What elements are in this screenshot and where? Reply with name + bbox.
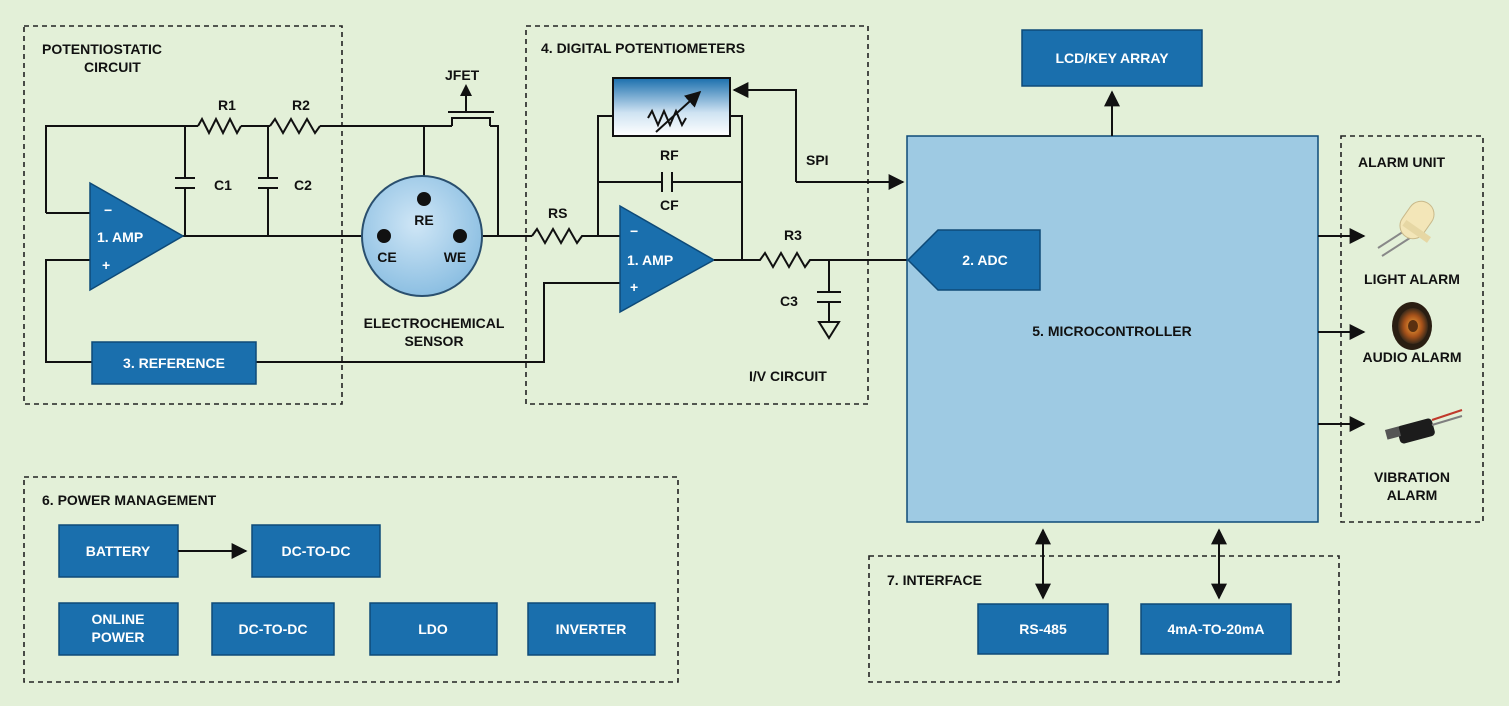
ce-label: CE	[377, 249, 396, 265]
interface-section	[868, 555, 1340, 683]
digital-potentiometer	[612, 77, 731, 137]
spi-label: SPI	[806, 152, 829, 168]
lcd-key-array-block	[1021, 29, 1203, 87]
led-icon	[1377, 200, 1435, 257]
lcd-key-array-label: LCD/KEY ARRAY	[1055, 50, 1169, 66]
iv-circuit-label: I/V CIRCUIT	[749, 368, 827, 384]
r2-label: R2	[292, 97, 310, 113]
power-management-title: 6. POWER MANAGEMENT	[42, 492, 217, 508]
jfet-label: JFET	[445, 67, 480, 83]
adc-label: 2. ADC	[962, 252, 1007, 268]
ce-electrode	[377, 229, 391, 243]
rs-resistor	[531, 226, 620, 246]
digital-pot-section	[525, 25, 869, 405]
jfet-arrow	[460, 84, 472, 96]
alarm-unit-section	[1340, 135, 1484, 523]
amp1-plus-wire	[45, 259, 92, 363]
rs485-block	[977, 603, 1109, 655]
re-electrode	[417, 192, 431, 206]
potentiostatic-section	[23, 25, 343, 405]
vibration-motor-icon	[1384, 409, 1463, 444]
amp1-label: 1. AMP	[97, 229, 143, 245]
rs485-label: RS-485	[1019, 621, 1067, 637]
reference-label: 3. REFERENCE	[123, 355, 225, 371]
cf-capacitor	[598, 172, 742, 192]
amp1-minus: −	[104, 202, 112, 218]
reference-block	[91, 341, 257, 385]
current-loop-block	[1140, 603, 1292, 655]
dcdc2-label: DC-TO-DC	[239, 621, 308, 637]
potentiometer-wiper	[655, 90, 702, 133]
c1-label: C1	[214, 177, 232, 193]
audio-alarm-label: AUDIO ALARM	[1362, 349, 1461, 365]
dcdc1-label: DC-TO-DC	[282, 543, 351, 559]
c1-capacitor	[175, 126, 195, 236]
current-loop-label: 4mA-TO-20mA	[1168, 621, 1265, 637]
cf-label: CF	[660, 197, 679, 213]
c3-capacitor	[817, 260, 841, 322]
potentiometer-resistor	[647, 108, 687, 128]
digital-pot-title: 4. DIGITAL POTENTIOMETERS	[541, 40, 745, 56]
electrochemical-sensor	[361, 175, 483, 297]
jfet-drain-wire	[490, 125, 499, 236]
rs-label: RS	[548, 205, 567, 221]
spi-to-pot-arrow	[732, 82, 797, 182]
interface-title: 7. INTERFACE	[887, 572, 982, 588]
amp2-label: 1. AMP	[627, 252, 673, 268]
rf-right-wire	[730, 115, 743, 260]
inverter-label: INVERTER	[556, 621, 627, 637]
r2-resistor	[269, 116, 321, 136]
microcontroller-label: 5. MICROCONTROLLER	[1032, 323, 1191, 339]
r1-resistor	[197, 116, 242, 136]
amp1-block	[89, 181, 185, 292]
we-label: WE	[444, 249, 467, 265]
amp2-plus: +	[630, 279, 638, 295]
amp2-minus: −	[630, 223, 638, 239]
amp2-block	[619, 204, 716, 314]
amp1-plus: +	[102, 257, 110, 273]
microcontroller-block	[906, 135, 1319, 523]
c2-label: C2	[294, 177, 312, 193]
alarm-unit-title: ALARM UNIT	[1358, 154, 1446, 170]
rf-label: RF	[660, 147, 679, 163]
online-power-block	[58, 602, 179, 656]
r3-resistor	[714, 250, 908, 270]
c2-capacitor	[258, 126, 278, 236]
adc-block	[906, 229, 1041, 291]
speaker-icon	[1392, 302, 1432, 350]
feedback-wire	[45, 125, 198, 213]
rf-left-wire	[597, 115, 613, 236]
dcdc1-block	[251, 524, 381, 578]
we-electrode	[453, 229, 467, 243]
dcdc2-block	[211, 602, 335, 656]
power-management-section	[23, 476, 679, 683]
ldo-label: LDO	[418, 621, 448, 637]
reference-wire	[256, 282, 620, 363]
ground-symbol	[817, 321, 841, 340]
r3-label: R3	[784, 227, 802, 243]
re-label: RE	[414, 212, 433, 228]
light-alarm-label: LIGHT ALARM	[1364, 271, 1460, 287]
battery-label: BATTERY	[86, 543, 151, 559]
inverter-block	[527, 602, 656, 656]
ldo-block	[369, 602, 498, 656]
c3-label: C3	[780, 293, 798, 309]
r1-label: R1	[218, 97, 236, 113]
